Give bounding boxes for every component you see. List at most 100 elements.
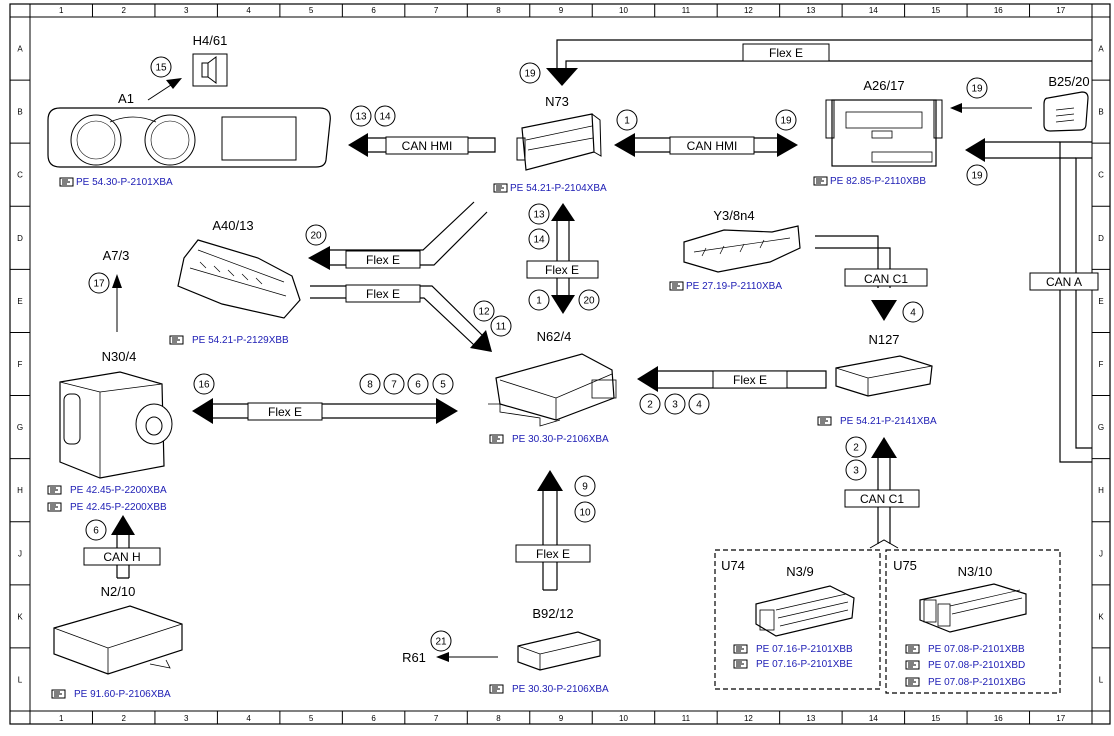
callout-4: 4 [688,393,710,415]
u75-label: U75 [893,558,917,573]
callout-3: 3 [845,459,867,481]
bus-label-flex-e-n30: Flex E [268,405,302,419]
grid-col-label: 13 [806,6,815,15]
a40-13-ref[interactable]: PE 54.21-P-2129XBB [192,335,289,346]
frame-border [9,3,1111,725]
u75-group-box [885,549,1061,694]
callout-number: 13 [355,112,367,123]
grid-row-label: F [1099,360,1104,369]
n73-label: N73 [545,94,569,109]
callout-13: 13 [528,203,550,225]
callout-number: 6 [93,526,99,537]
a26-17-ref[interactable]: PE 82.85-P-2110XBB [830,176,926,187]
callout-number: 16 [198,380,210,391]
grid-col-label: 5 [309,6,314,15]
callout-number: 4 [910,308,916,319]
bus-label-flex-e-vert: Flex E [545,263,579,277]
grid-row-label: L [1099,675,1104,684]
callout-9: 9 [574,475,596,497]
n3-10-ref2[interactable]: PE 07.08-P-2101XBD [928,660,1025,671]
callout-19: 19 [519,62,541,84]
n2-10-ref[interactable]: PE 91.60-P-2106XBA [74,689,171,700]
callout-20: 20 [578,289,600,311]
n62-4-label: N62/4 [537,329,572,344]
n3-9-ref2[interactable]: PE 07.16-P-2101XBE [756,659,853,670]
y3-8n4-ref[interactable]: PE 27.19-P-2110XBA [686,281,782,292]
callout-number: 17 [93,279,105,290]
callout-10: 10 [574,501,596,523]
callout-number: 3 [672,400,678,411]
n3-9-ecu-icon [755,585,855,637]
callout-14: 14 [528,228,550,250]
grid-col-label: 1 [59,714,64,723]
y3-8n4-valve-body-icon [683,225,801,273]
n3-10-ref1[interactable]: PE 07.08-P-2101XBB [928,644,1025,655]
callout-11: 11 [490,315,512,337]
bus-label-can-c1-bottom: CAN C1 [860,492,904,506]
grid-row-label: E [17,297,22,306]
b92-12-ref[interactable]: PE 30.30-P-2106XBA [512,684,609,695]
n127-ref[interactable]: PE 54.21-P-2141XBA [840,416,937,427]
n2-10-module-icon [53,605,183,675]
a40-13-label: A40/13 [212,218,253,233]
grid-col-label: 11 [682,714,691,723]
callout-7: 7 [383,373,405,395]
callout-13: 13 [350,105,372,127]
grid-col-label: 8 [496,714,501,723]
grid-col-label: 6 [371,714,376,723]
grid-col-label: 14 [869,6,878,15]
n62-4-ref[interactable]: PE 30.30-P-2106XBA [512,434,609,445]
callout-20: 20 [305,224,327,246]
callout-number: 8 [367,380,373,391]
bus-label-can-a: CAN A [1046,275,1082,289]
grid-col-label: 4 [246,714,251,723]
grid-row-label: B [1098,108,1103,117]
bus-label-flex-e-n127: Flex E [733,373,767,387]
n30-4-ref1[interactable]: PE 42.45-P-2200XBA [70,485,167,496]
h4-61-label: H4/61 [193,33,228,48]
bus-label-flex-e-a40: Flex E [366,253,400,267]
n3-10-ecu-icon [919,583,1027,633]
grid-col-label: 10 [619,6,628,15]
bus-label-flex-e-b92: Flex E [536,547,570,561]
grid-col-label: 4 [246,6,251,15]
callout-19: 19 [775,109,797,131]
callout-16: 16 [193,373,215,395]
callout-6: 6 [407,373,429,395]
callout-number: 10 [579,508,591,519]
n3-10-label: N3/10 [958,564,993,579]
grid-ticks: 1122334455667788991010111112121313141415… [10,4,1110,724]
n3-10-ref3[interactable]: PE 07.08-P-2101XBG [928,677,1026,688]
grid-row-label: E [1098,297,1103,306]
callout-number: 12 [478,307,490,318]
callout-6: 6 [85,519,107,541]
a1-label: A1 [118,91,134,106]
grid-col-label: 1 [59,6,64,15]
b92-12-sensor-icon [517,631,601,671]
n62-4-module-icon [488,353,617,427]
callout-4: 4 [902,301,924,323]
a40-13-module-icon [177,239,301,319]
callout-19: 19 [966,164,988,186]
grid-col-label: 17 [1056,6,1065,15]
callout-number: 21 [435,637,447,648]
a1-ref[interactable]: PE 54.30-P-2101XBA [76,177,173,188]
n3-9-ref1[interactable]: PE 07.16-P-2101XBB [756,644,853,655]
n73-ref[interactable]: PE 54.21-P-2104XBA [510,183,607,194]
u74-label: U74 [721,558,745,573]
callout-number: 11 [496,322,507,333]
n30-4-ref2[interactable]: PE 42.45-P-2200XBB [70,502,167,513]
grid-row-label: B [17,108,22,117]
a7-3-label: A7/3 [103,248,130,263]
grid-col-label: 6 [371,6,376,15]
bus-label-flex-e-top: Flex E [769,46,803,60]
grid-row-label: A [17,45,23,54]
n30-4-label: N30/4 [102,349,137,364]
callout-17: 17 [88,272,110,294]
r61-label: R61 [402,650,426,665]
callout-number: 14 [533,235,545,246]
grid-col-label: 10 [619,714,628,723]
callout-8: 8 [359,373,381,395]
callout-number: 7 [391,380,397,391]
